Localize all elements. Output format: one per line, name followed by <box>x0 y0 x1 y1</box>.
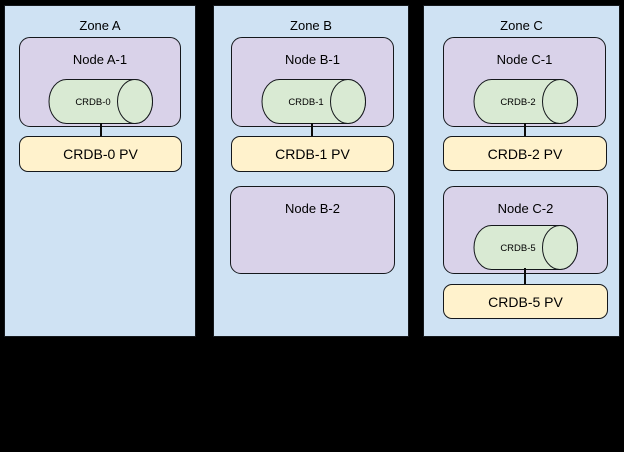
crdb-5-pv-label: CRDB-5 PV <box>488 293 563 310</box>
zone-b-title: Zone B <box>290 18 332 33</box>
crdb-1-pv: CRDB-1 PV <box>231 136 394 172</box>
pv-connector-line <box>524 268 526 284</box>
crdb-0-pv: CRDB-0 PV <box>19 136 182 172</box>
crdb-1-pv-label: CRDB-1 PV <box>275 146 350 162</box>
node-c-2: Node C-2 CRDB-5 <box>443 186 608 274</box>
zone-b: Zone B Node B-1 CRDB-1 CRDB-1 PV Node B-… <box>213 5 409 337</box>
crdb-0-pv-label: CRDB-0 PV <box>63 146 138 162</box>
pv-connector-line <box>311 123 313 136</box>
crdb-2-pv: CRDB-2 PV <box>443 136 607 171</box>
crdb-1-cylinder-icon: CRDB-1 <box>261 79 366 124</box>
crdb-5-pv: CRDB-5 PV <box>443 284 608 319</box>
node-a-1: Node A-1 CRDB-0 <box>19 37 181 127</box>
zone-a: Zone A Node A-1 CRDB-0 CRDB-0 PV <box>4 5 196 337</box>
node-c-1-label: Node C-1 <box>496 52 553 67</box>
crdb-0-cylinder-label: CRDB-0 <box>75 97 110 108</box>
node-b-1: Node B-1 CRDB-1 <box>231 37 394 127</box>
crdb-5-cylinder-icon: CRDB-5 <box>473 225 578 270</box>
zone-c-title: Zone C <box>500 18 543 33</box>
node-c-2-label: Node C-2 <box>497 201 554 216</box>
pv-connector-line <box>524 123 526 136</box>
node-a-1-label: Node A-1 <box>72 52 128 67</box>
node-c-1: Node C-1 CRDB-2 <box>443 37 606 127</box>
crdb-2-cylinder-label: CRDB-2 <box>500 97 535 108</box>
node-b-1-label: Node B-1 <box>285 52 340 67</box>
crdb-0-cylinder-icon: CRDB-0 <box>48 79 153 124</box>
zone-c: Zone C Node C-1 CRDB-2 CRDB-2 PV Node C-… <box>423 5 620 337</box>
zone-a-title: Zone A <box>79 18 121 33</box>
node-b-2-label: Node B-2 <box>285 201 340 216</box>
crdb-2-pv-label: CRDB-2 PV <box>487 145 563 162</box>
crdb-1-cylinder-label: CRDB-1 <box>288 97 323 108</box>
pv-connector-line <box>100 123 102 136</box>
crdb-2-cylinder-icon: CRDB-2 <box>473 79 578 124</box>
node-b-2: Node B-2 <box>230 186 395 274</box>
crdb-5-cylinder-label: CRDB-5 <box>500 243 535 254</box>
